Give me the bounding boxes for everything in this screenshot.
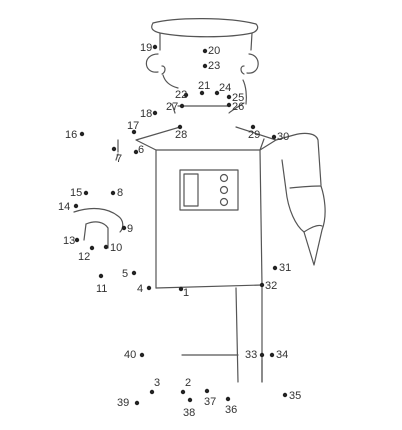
- dot-number-3: 3: [154, 377, 161, 389]
- dot-number-18: 18: [140, 108, 153, 120]
- dot-30: [271, 134, 277, 140]
- dot-27: [179, 103, 185, 109]
- dot-number-35: 35: [289, 390, 302, 402]
- dot-7: [111, 146, 117, 152]
- dot-number-32: 32: [265, 280, 278, 292]
- dot-number-39: 39: [117, 397, 130, 409]
- dot-40: [139, 352, 145, 358]
- dot-number-26: 26: [232, 101, 245, 113]
- dot-number-19: 19: [140, 42, 153, 54]
- dot-number-16: 16: [65, 129, 78, 141]
- dot-32: [259, 282, 265, 288]
- dot-25: [226, 94, 232, 100]
- dot-13: [74, 237, 80, 243]
- dot-4: [146, 285, 152, 291]
- dot-number-30: 30: [277, 131, 290, 143]
- dot-number-28: 28: [175, 129, 188, 141]
- dot-37: [204, 388, 210, 394]
- dot-19: [152, 44, 158, 50]
- dot-number-31: 31: [279, 262, 292, 274]
- dot-8: [110, 190, 116, 196]
- dot-number-7: 7: [116, 153, 123, 165]
- dot-33: [259, 352, 265, 358]
- dot-10: [103, 244, 109, 250]
- dot-number-13: 13: [63, 235, 76, 247]
- dot-24: [214, 90, 220, 96]
- dot-number-21: 21: [198, 80, 211, 92]
- dot-number-1: 1: [183, 287, 190, 299]
- dot-number-11: 11: [96, 283, 108, 295]
- dot-number-38: 38: [183, 407, 196, 419]
- dot-number-23: 23: [208, 60, 221, 72]
- dot-number-34: 34: [276, 349, 289, 361]
- dot-11: [98, 273, 104, 279]
- dot-number-37: 37: [204, 396, 217, 408]
- dot-34: [269, 352, 275, 358]
- dot-number-2: 2: [185, 377, 192, 389]
- dot-20: [202, 48, 208, 54]
- dot-number-40: 40: [124, 349, 137, 361]
- dot-number-5: 5: [122, 268, 129, 280]
- dot-16: [79, 131, 85, 137]
- dot-3: [149, 389, 155, 395]
- dot-number-14: 14: [58, 201, 71, 213]
- dot-22: [183, 92, 189, 98]
- dot-26: [226, 102, 232, 108]
- dot-12: [89, 245, 95, 251]
- dot-number-20: 20: [208, 45, 221, 57]
- dot-number-27: 27: [166, 101, 179, 113]
- dot-29: [250, 124, 256, 130]
- dot-number-24: 24: [219, 82, 232, 94]
- dot-number-12: 12: [78, 251, 91, 263]
- dot-36: [225, 396, 231, 402]
- dot-number-9: 9: [127, 223, 134, 235]
- dot-17: [131, 129, 137, 135]
- dot-number-15: 15: [70, 187, 83, 199]
- dot-23: [202, 63, 208, 69]
- dot-number-6: 6: [138, 144, 145, 156]
- dot-28: [177, 124, 183, 130]
- dot-number-22: 22: [175, 89, 188, 101]
- dot-35: [282, 392, 288, 398]
- dot-number-25: 25: [232, 92, 245, 104]
- dot-number-17: 17: [127, 120, 140, 132]
- dot-6: [133, 149, 139, 155]
- dot-38: [187, 397, 193, 403]
- dot-18: [152, 110, 158, 116]
- dot-39: [134, 400, 140, 406]
- dot-2: [180, 389, 186, 395]
- dot-number-36: 36: [225, 404, 238, 416]
- dot-9: [121, 225, 127, 231]
- dot-number-29: 29: [248, 129, 261, 141]
- dot-number-10: 10: [110, 242, 123, 254]
- dot-number-8: 8: [117, 187, 124, 199]
- dot-1: [178, 286, 184, 292]
- dot-number-4: 4: [137, 283, 144, 295]
- dot-5: [131, 270, 137, 276]
- dot-31: [272, 265, 278, 271]
- dot-number-33: 33: [245, 349, 258, 361]
- dot-21: [199, 90, 205, 96]
- dot-15: [83, 190, 89, 196]
- dot-14: [73, 203, 79, 209]
